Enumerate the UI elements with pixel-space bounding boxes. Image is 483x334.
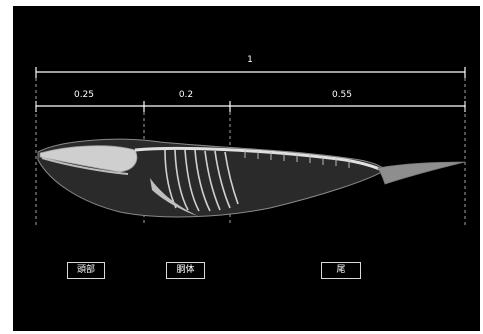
head-section-label: 頭部 (67, 262, 105, 279)
total-length-dimension (36, 67, 465, 78)
trunk-section-label: 胴体 (166, 262, 205, 279)
tail-proportion-label: 0.55 (332, 90, 352, 100)
tail-section-label: 尾 (321, 262, 361, 279)
head-proportion-label: 0.25 (74, 90, 94, 100)
whale-skeleton-illustration (38, 139, 465, 217)
trunk-proportion-label: 0.2 (179, 90, 193, 100)
segment-dimensions (36, 101, 465, 112)
total-length-label: 1 (247, 55, 253, 65)
